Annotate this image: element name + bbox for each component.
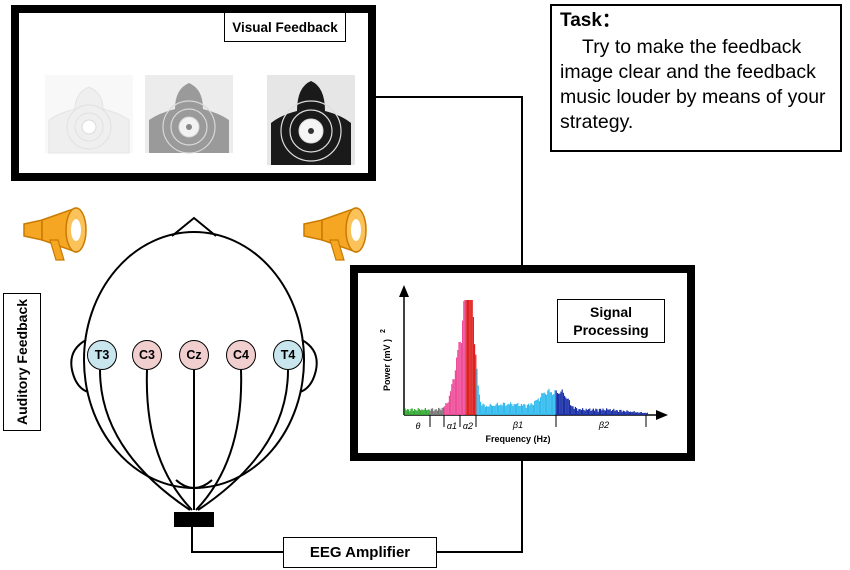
y-axis-label: Power (mV ) [382, 339, 392, 391]
signal-processing-label-line1: Signal [589, 304, 632, 320]
band-ticks [429, 415, 647, 427]
visual-to-signal-line [376, 96, 523, 265]
faint-target-image [45, 75, 133, 154]
signal-processing-label-line2: Processing [573, 322, 649, 338]
task-box: Task： Try to make the feedback image cle… [550, 4, 842, 152]
task-title: Task： [560, 10, 621, 31]
x-axis-label: Frequency (Hz) [485, 434, 550, 444]
visual-feedback-panel [11, 5, 376, 181]
head-diagram [70, 216, 318, 527]
signal-processing-label: Signal Processing [557, 299, 665, 343]
left-ear [70, 339, 89, 393]
head-to-amplifier-line [191, 527, 283, 553]
spectrum-bars [404, 300, 648, 415]
auditory-feedback-label: Auditory Feedback [14, 298, 30, 426]
electrode-t4: T4 [273, 340, 303, 370]
electrode-c4: C4 [226, 340, 256, 370]
task-description: Try to make the feedback image clear and… [560, 36, 826, 133]
left-speaker-icon [23, 206, 87, 261]
band-label-theta: θ [416, 421, 421, 431]
nose [171, 216, 217, 237]
band-label-alpha1: α1 [447, 421, 457, 431]
band-label-alpha2: α2 [463, 421, 473, 431]
band-label-beta2: β2 [598, 420, 609, 430]
visual-feedback-label: Visual Feedback [224, 12, 346, 42]
power-spectrum-plot: θ α1 α2 β1 β2 Frequency (Hz) Power (mV )… [380, 285, 668, 444]
electrode-t3: T3 [87, 340, 117, 370]
electrode-connector [174, 512, 214, 527]
electrode-wires [99, 369, 289, 511]
electrode-c3: C3 [132, 340, 162, 370]
signal-processing-panel: θ α1 α2 β1 β2 Frequency (Hz) Power (mV )… [350, 265, 695, 461]
x-axis-arrow [656, 410, 668, 420]
target-images [45, 75, 355, 165]
dark-target-image [267, 75, 355, 165]
right-speaker-icon [303, 206, 367, 261]
signal-to-amplifier-line [437, 461, 523, 553]
electrode-cz: Cz [179, 340, 209, 370]
right-ear [299, 339, 318, 393]
y-axis-arrow [399, 285, 409, 297]
y-axis-label-superscript: 2 [380, 329, 387, 333]
medium-target-image [145, 75, 233, 154]
band-label-beta1: β1 [512, 420, 523, 430]
eeg-amplifier-box: EEG Amplifier [283, 537, 437, 568]
auditory-feedback-box: Auditory Feedback [3, 293, 41, 431]
